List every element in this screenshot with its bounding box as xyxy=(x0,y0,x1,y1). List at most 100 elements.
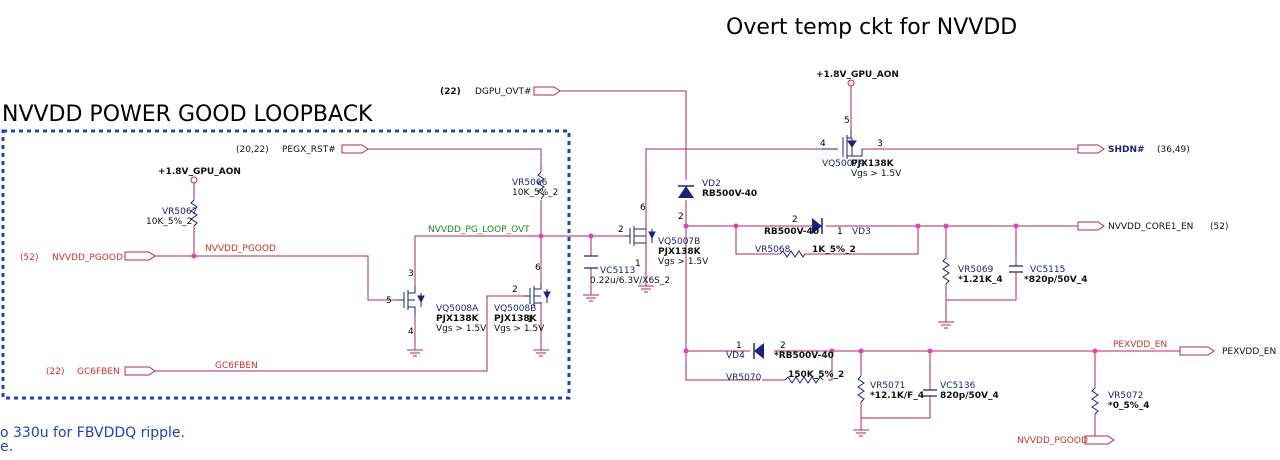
pin-number: 1 xyxy=(837,227,843,237)
resistor-vr5068 xyxy=(779,250,806,258)
vgs-vq5008b: Vgs > 1.5V xyxy=(494,324,545,334)
ref-vr5068: VR5068 xyxy=(755,245,791,255)
val-vr5072: *0_5%_4 xyxy=(1108,401,1150,411)
ref-vc5136: VC5136 xyxy=(940,381,976,391)
junctions xyxy=(191,223,1098,354)
mosfet-vq5008b xyxy=(525,282,551,306)
capacitor-vc5115 xyxy=(1009,265,1023,273)
pin-number: 1 xyxy=(736,341,742,351)
val-vd2: RB500V-40 xyxy=(702,189,757,199)
wire-pg-loop-ovt xyxy=(414,235,625,286)
port-nvvdd-pgood: NVVDD_PGOOD xyxy=(52,253,123,263)
val-vc5115: *820p/50V_4 xyxy=(1024,275,1087,285)
ref-vc5115: VC5115 xyxy=(1030,265,1065,275)
resistor-vr5071 xyxy=(857,375,865,403)
loopback-title: NVVDD POWER GOOD LOOPBACK xyxy=(2,102,373,127)
power-rail-top: +1.8V_GPU_AON xyxy=(816,70,899,87)
ref-gc6fben: (22) xyxy=(46,367,64,377)
junction-dot xyxy=(538,233,544,239)
pin-number: 5 xyxy=(386,296,392,306)
ground-symbol xyxy=(407,349,423,357)
vgs-vq5007b: Vgs > 1.5V xyxy=(658,257,709,267)
wire-vr5066 xyxy=(368,148,542,282)
port-dgpu-ovt: DGPU_OVT# xyxy=(475,87,532,97)
mosfet-vq5008a xyxy=(398,286,425,316)
wire-gc6fben xyxy=(155,295,525,372)
ref-vr5066: VR5066 xyxy=(512,178,548,188)
port-arrow-nvvdd-pgood xyxy=(124,251,156,261)
val-vq5008a: PJX138K xyxy=(436,314,480,324)
junction-dot xyxy=(943,223,949,229)
mosfet-vq5007b xyxy=(625,226,656,246)
ref-vr5069: VR5069 xyxy=(958,265,994,275)
junction-dot xyxy=(733,223,739,229)
vgs-vq5008a: Vgs > 1.5V xyxy=(436,324,487,334)
port-gc6fben: GC6FBEN xyxy=(77,367,120,377)
diode-vd4 xyxy=(753,343,764,359)
val-vr5066: 10K_5%_2 xyxy=(512,188,558,198)
power-rail-label: +1.8V_GPU_AON xyxy=(816,70,899,80)
capacitor-vc5136 xyxy=(923,389,937,397)
ground-symbol xyxy=(583,294,599,302)
val-vd4: *RB500V-40 xyxy=(774,351,834,361)
junction-dot xyxy=(915,223,921,229)
junction-dot xyxy=(191,253,197,259)
vgs-vq5007a: Vgs > 1.5V xyxy=(851,169,902,179)
ground-symbol xyxy=(533,349,549,357)
resistors xyxy=(190,171,1099,415)
val-vc5113: 0.22u/6.3V/X6S_2 xyxy=(590,276,670,286)
ref-vd3: VD3 xyxy=(852,227,871,237)
pin-number: 2 xyxy=(792,215,798,225)
val-vr5071: *12.1K/F_4 xyxy=(870,391,924,401)
ref-vq5008b: VQ5008B xyxy=(494,304,536,314)
ref-vd4: VD4 xyxy=(726,351,745,361)
wire-vr5072 xyxy=(1085,351,1096,441)
capacitors xyxy=(584,255,1023,397)
port-shdn: SHDN# xyxy=(1108,145,1145,155)
pin-numbers: 3 5 4 6 2 1 6 2 1 5 4 3 2 2 1 1 2 xyxy=(386,116,883,351)
overt-title: Overt temp ckt for NVVDD xyxy=(726,15,1017,40)
note-line-2: e. xyxy=(0,439,13,455)
val-vq5008b: PJX138K xyxy=(494,314,538,324)
resistor-vr5070 xyxy=(784,376,824,384)
pin-number: 2 xyxy=(618,225,624,235)
mosfets xyxy=(398,130,863,316)
port-pexvdd-en: PEXVDD_EN xyxy=(1222,347,1276,357)
wire-vd2-down xyxy=(685,200,760,381)
pin-number: 1 xyxy=(527,315,533,325)
junction-dot xyxy=(1092,348,1098,354)
net-nvvdd-pgood-bottom: NVVDD_PGOOD xyxy=(1017,436,1088,446)
pin-number: 2 xyxy=(780,341,786,351)
val-vr5070: 150K_5%_2 xyxy=(788,370,844,380)
ref-vr5070: VR5070 xyxy=(726,373,762,383)
ref-vr5071: VR5071 xyxy=(870,381,905,391)
diode-vd3 xyxy=(800,218,823,234)
val-vc5136: 820p/50V_4 xyxy=(940,391,999,401)
pin-number: 3 xyxy=(877,139,883,149)
val-vq5007a: PJX138K xyxy=(851,159,895,169)
ref-shdn: (36,49) xyxy=(1157,145,1190,155)
junction-dot xyxy=(1013,223,1019,229)
pin-number: 4 xyxy=(820,139,826,149)
pin-number: 2 xyxy=(678,212,684,222)
junction-dot xyxy=(683,348,689,354)
resistor-vr5067 xyxy=(190,199,198,227)
power-rail-circle xyxy=(190,176,198,184)
resistor-vr5066 xyxy=(537,171,545,200)
ref-nvvdd-pgood: (52) xyxy=(20,253,38,263)
port-arrow-pgood-bottom xyxy=(1084,435,1115,445)
wire-nvvdd-pgood xyxy=(155,255,398,301)
junction-dot xyxy=(858,348,864,354)
ref-vq5008a: VQ5008A xyxy=(436,304,479,314)
ground-symbols xyxy=(407,285,954,437)
wire-vc5136 xyxy=(861,351,931,419)
pin-number: 2 xyxy=(512,285,518,295)
pin-number: 4 xyxy=(408,327,414,337)
ref-pegx: (20,22) xyxy=(236,145,269,155)
loopback-box xyxy=(1,129,571,400)
ground-symbol xyxy=(938,321,954,329)
power-rail-label: +1.8V_GPU_AON xyxy=(158,167,241,177)
val-vr5069: *1.21K_4 xyxy=(958,275,1003,285)
ref-vr5072: VR5072 xyxy=(1108,391,1143,401)
diode-vd2 xyxy=(678,185,694,198)
